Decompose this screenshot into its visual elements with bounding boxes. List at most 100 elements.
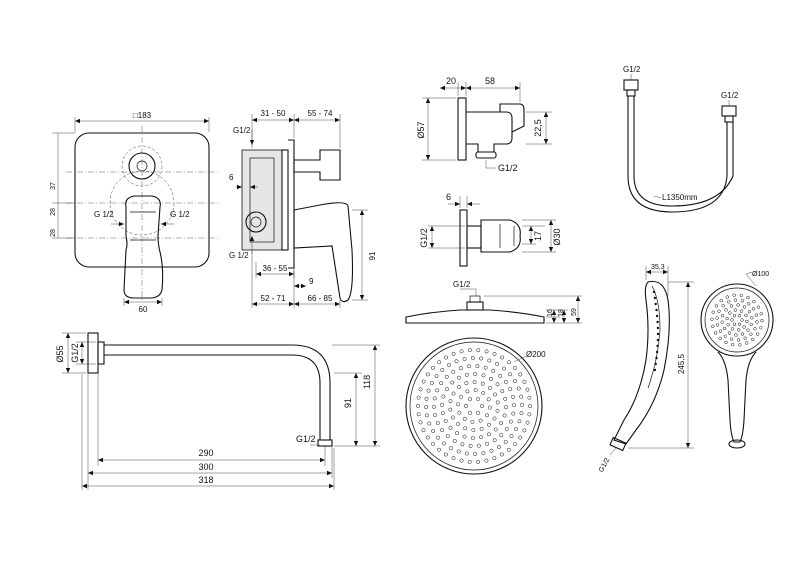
nozzle [495,382,500,387]
nozzle [431,429,435,433]
nozzle [487,358,492,363]
nozzle [440,428,445,433]
nozzle [732,293,736,297]
hose-view: G1/2 G1/2 L1350mm [623,65,739,213]
nozzle [424,413,429,418]
nozzle [441,394,446,399]
hand-shower-side-nozzles [652,290,660,372]
nozzle [743,336,747,340]
nozzle [445,434,450,439]
nozzle [516,386,521,391]
nozzle [504,426,509,431]
nozzle [485,441,490,446]
dim-arm-290: 290 [198,448,213,458]
label-inlet-right: G 1/2 [170,210,190,219]
nozzle [497,445,501,449]
dim-arm-118: 118 [362,375,372,389]
nozzle [742,325,746,329]
side-nozzle [653,296,657,300]
nozzle [718,329,723,333]
nozzle [729,337,734,341]
nozzle [425,372,430,377]
shower-arm-flange [87,332,99,374]
nozzle [480,381,485,386]
nozzle [429,381,434,385]
nozzle [465,389,470,394]
nozzle [749,322,753,327]
nozzle [478,418,483,423]
nozzle [503,396,508,401]
side-nozzle [656,326,660,330]
nozzle [733,298,738,302]
nozzle [756,305,761,309]
nozzle [495,400,500,405]
nozzle [481,451,486,456]
hand-shower-view: 35,3 245,5 G1/2 Ø100 [598,264,774,474]
dim-head-59: 59 [571,308,578,316]
nozzle [725,295,729,299]
label-inlet-left: G 1/2 [94,210,114,219]
nozzle [476,410,480,415]
nozzle [463,426,468,431]
nozzle [454,359,459,364]
nozzle [470,419,475,424]
dim-head-diameter: Ø200 [526,350,546,359]
dim-hand-245-5: 245,5 [677,353,686,374]
nozzle [754,313,759,317]
nozzle [503,379,508,384]
nozzle [719,298,723,303]
nozzle [711,310,715,314]
nozzle [444,374,449,379]
nozzle [522,428,527,433]
nozzle [715,316,719,320]
label-arm-thread-outlet: G1/2 [296,434,316,444]
nozzle [479,435,484,440]
nozzle [514,427,519,431]
nozzle [745,319,749,324]
nozzle [759,326,763,330]
nozzle [456,422,461,426]
nozzle [518,372,523,377]
nozzle [486,397,491,402]
nozzle [742,305,747,309]
nozzle [721,304,725,308]
nozzle [730,327,735,331]
nozzle [456,402,461,407]
nozzle [724,340,728,345]
nozzle [508,419,513,424]
holder-view: 6 G1/2 17 Ø30 [419,192,562,267]
nozzle [513,366,518,370]
nozzle [722,326,727,331]
nozzle [435,388,440,393]
nozzle [451,456,456,461]
nozzle [476,348,481,353]
nozzle [473,372,478,376]
nozzle [459,394,463,399]
nozzle [472,380,477,384]
nozzle [527,412,532,417]
hand-shower-face [700,283,774,357]
dim-holder-diameter: Ø30 [552,228,562,245]
nozzle [755,332,760,336]
nozzle [517,419,522,424]
nozzle [447,363,451,367]
nozzle [442,441,446,446]
nozzle [459,458,464,463]
nozzle [440,411,445,416]
label-arm-thread-left: G1/2 [70,343,80,363]
nozzle [462,356,467,361]
label-head-thread: G1/2 [453,280,471,289]
side-nozzle [654,302,657,306]
nozzle [734,333,738,337]
nozzle [451,391,456,396]
nozzle [492,416,497,421]
nozzle [727,300,731,304]
nozzle [434,374,439,378]
nozzle [467,364,472,369]
nozzle [747,309,752,314]
nozzle [491,369,496,373]
hand-shower-side-body [613,280,670,445]
nozzle [468,410,472,415]
nozzle [745,341,749,345]
